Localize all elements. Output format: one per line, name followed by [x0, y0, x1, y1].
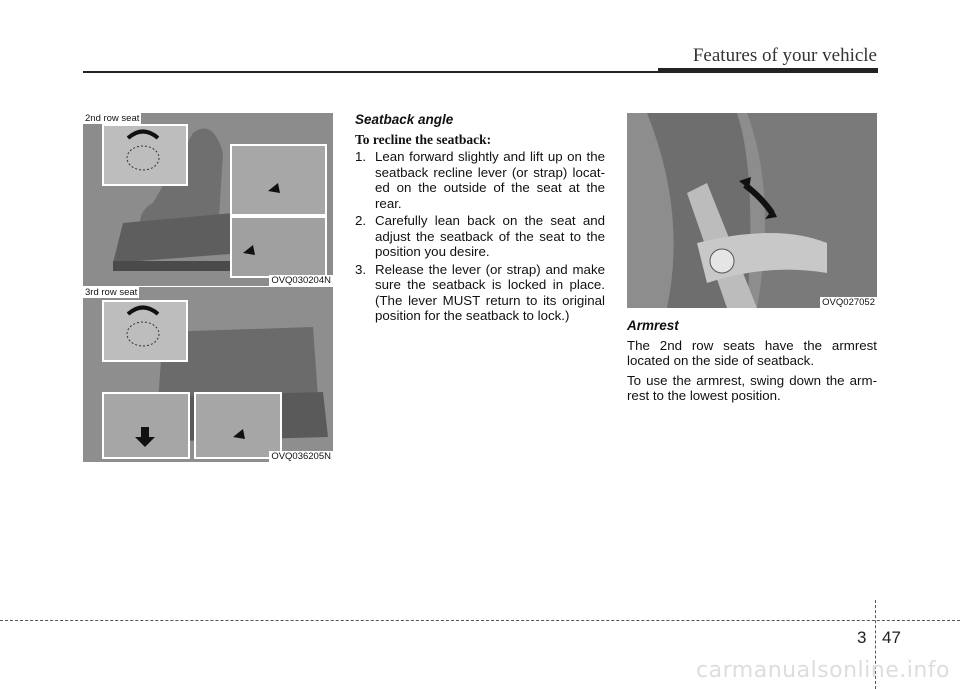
figure-2nd-row-seat: 2nd row seat OVQ030204N: [83, 113, 333, 286]
armrest-section: Armrest The 2nd row seats have the armre…: [627, 318, 877, 408]
figure-armrest: OVQ027052: [627, 113, 877, 308]
page-number: 47: [882, 628, 901, 647]
step-number: 1.: [355, 149, 367, 164]
step-text: Carefully lean back on the seat and adju…: [375, 213, 605, 259]
armrest-paragraph-2: To use the armrest, swing down the arm-r…: [627, 372, 877, 404]
armrest-title: Armrest: [627, 318, 679, 333]
step-3: 3. Release the lever (or strap) and make…: [355, 262, 605, 324]
header-rule: [83, 71, 878, 73]
page-header-title: Features of your vehicle: [692, 45, 877, 66]
step-text: Lean forward slightly and lift up on the…: [375, 149, 605, 211]
seat-illustration: [83, 113, 333, 286]
footer-rule: [0, 620, 960, 621]
step-number: 2.: [355, 213, 367, 228]
seatback-title: Seatback angle: [355, 112, 454, 127]
figure-3rd-row-seat: 3rd row seat OVQ036205N: [83, 287, 333, 462]
seatback-subtitle: To recline the seatback:: [355, 131, 492, 147]
watermark: carmanualsonline.info: [696, 658, 950, 683]
step-2: 2. Carefully lean back on the seat and a…: [355, 213, 605, 260]
footer-divider: [875, 600, 876, 689]
figure-code-2nd-row: OVQ030204N: [269, 275, 333, 286]
chapter-number: 3: [857, 628, 867, 647]
seat-illustration-3rd-row: [83, 287, 333, 462]
figure-label-2nd-row: 2nd row seat: [83, 113, 142, 124]
armrest-illustration: [627, 113, 877, 308]
figure-code-3rd-row: OVQ036205N: [269, 451, 333, 462]
figure-label-3rd-row: 3rd row seat: [83, 287, 140, 298]
header-rule-accent: [658, 68, 878, 73]
step-number: 3.: [355, 261, 367, 277]
step-text: Release the lever (or strap) and make su…: [375, 261, 605, 324]
figure-code-armrest: OVQ027052: [820, 297, 877, 308]
step-1: 1. Lean forward slightly and lift up on …: [355, 149, 605, 211]
armrest-paragraph-1: The 2nd row seats have the armrest locat…: [627, 337, 877, 369]
seatback-section: Seatback angle To recline the seatback: …: [355, 112, 605, 326]
